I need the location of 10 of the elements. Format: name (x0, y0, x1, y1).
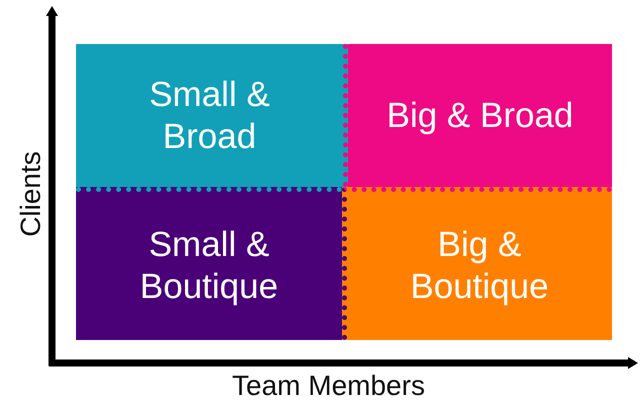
quadrant-label: Big & Broad (386, 94, 574, 136)
quadrant-box (342, 187, 612, 340)
axis-label: Clients (14, 151, 47, 237)
quadrant-label: Small & Broad (148, 74, 271, 158)
quadrant-label: Small & Boutique (138, 224, 280, 308)
quadrant-box (76, 44, 348, 187)
quadrant-box (76, 187, 342, 340)
axis-label: Team Members (232, 370, 425, 402)
quadrant-label: Big & Boutique (409, 224, 550, 308)
quadrant-box (348, 44, 612, 187)
